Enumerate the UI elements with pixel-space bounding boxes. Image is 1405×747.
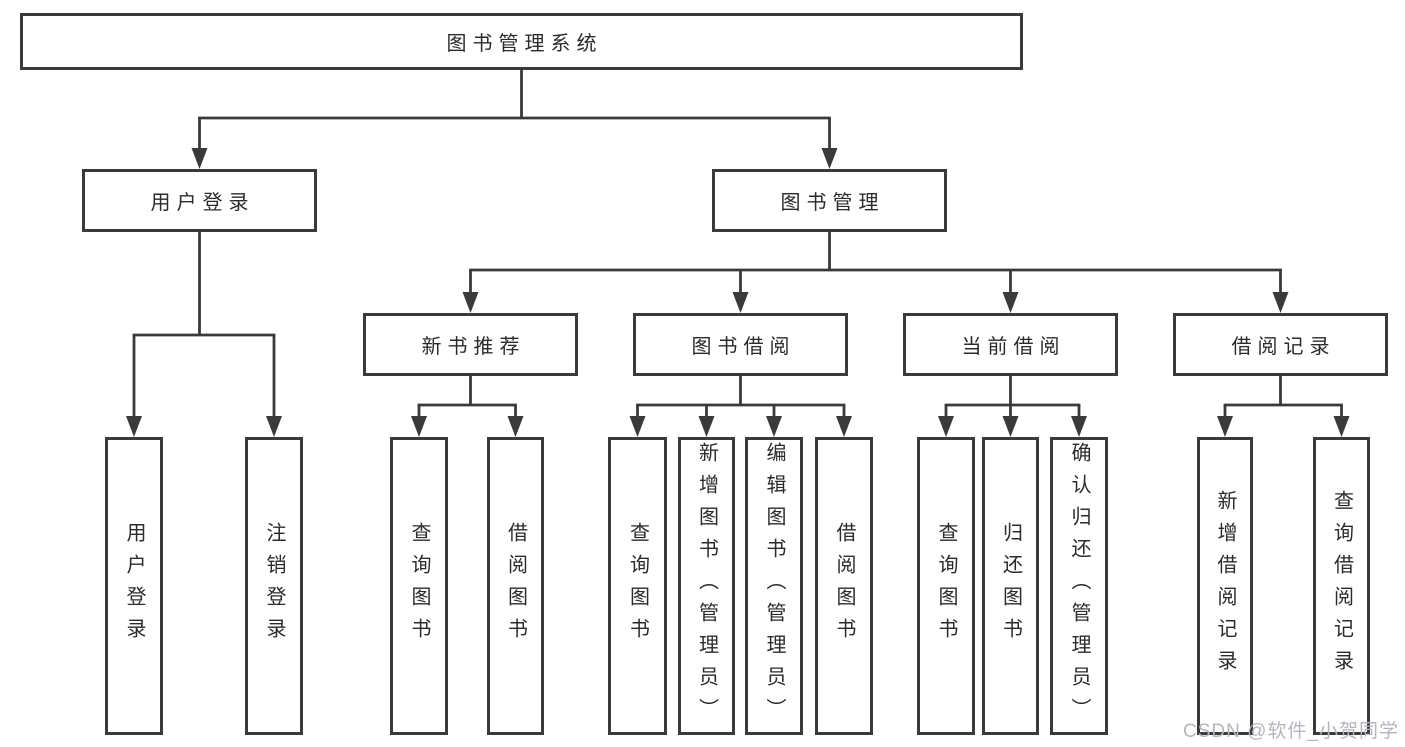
leaf-query-books-2-label: 查询图书 — [626, 522, 649, 650]
leaf-query-books-1: 查询图书 — [390, 437, 448, 735]
node-current-borrow-label: 当前借阅 — [961, 336, 1066, 358]
node-user-login-label: 用户登录 — [150, 192, 255, 214]
node-user-login: 用户登录 — [82, 169, 317, 232]
leaf-add-borrow-record-label: 新增借阅记录 — [1214, 490, 1236, 682]
node-book-borrow-label: 图书借阅 — [691, 336, 796, 358]
node-book-borrow: 图书借阅 — [633, 313, 848, 376]
leaf-confirm-return-admin: 确认归还（管理员） — [1050, 437, 1108, 735]
leaf-edit-books-admin: 编辑图书（管理员） — [745, 437, 803, 735]
leaf-borrow-books-2-label: 借阅图书 — [833, 522, 855, 650]
node-current-borrow: 当前借阅 — [903, 313, 1118, 376]
leaf-borrow-books-1-label: 借阅图书 — [504, 522, 527, 650]
leaf-confirm-return-admin-label: 确认归还（管理员） — [1068, 442, 1090, 730]
leaf-return-books-label: 归还图书 — [999, 522, 1022, 650]
node-borrow-records-label: 借阅记录 — [1231, 336, 1336, 358]
node-new-book-recommend-label: 新书推荐 — [421, 336, 526, 358]
leaf-query-books-1-label: 查询图书 — [408, 522, 430, 650]
leaf-add-borrow-record: 新增借阅记录 — [1197, 437, 1253, 735]
node-library-system-label: 图书管理系统 — [446, 33, 603, 55]
leaf-query-books-3: 查询图书 — [917, 437, 975, 735]
leaf-borrow-books-2: 借阅图书 — [815, 437, 873, 735]
node-borrow-records: 借阅记录 — [1173, 313, 1388, 376]
leaf-edit-books-admin-label: 编辑图书（管理员） — [763, 442, 785, 730]
leaf-query-borrow-record: 查询借阅记录 — [1313, 437, 1370, 735]
node-book-management: 图书管理 — [712, 169, 947, 232]
node-library-system: 图书管理系统 — [20, 13, 1023, 70]
leaf-user-login-label: 用户登录 — [123, 522, 145, 650]
watermark: CSDN @软件_小贺同学 — [1183, 721, 1399, 742]
leaf-user-login: 用户登录 — [105, 437, 163, 735]
leaf-add-books-admin-label: 新增图书（管理员） — [695, 442, 718, 730]
node-book-management-label: 图书管理 — [780, 192, 885, 214]
leaf-borrow-books-1: 借阅图书 — [487, 437, 544, 735]
node-new-book-recommend: 新书推荐 — [363, 313, 578, 376]
leaf-query-borrow-record-label: 查询借阅记录 — [1330, 490, 1353, 682]
leaf-return-books: 归还图书 — [982, 437, 1039, 735]
leaf-logout-label: 注销登录 — [263, 522, 285, 650]
leaf-logout: 注销登录 — [245, 437, 303, 735]
leaf-add-books-admin: 新增图书（管理员） — [678, 437, 735, 735]
leaf-query-books-3-label: 查询图书 — [935, 522, 957, 650]
leaf-query-books-2: 查询图书 — [608, 437, 667, 735]
